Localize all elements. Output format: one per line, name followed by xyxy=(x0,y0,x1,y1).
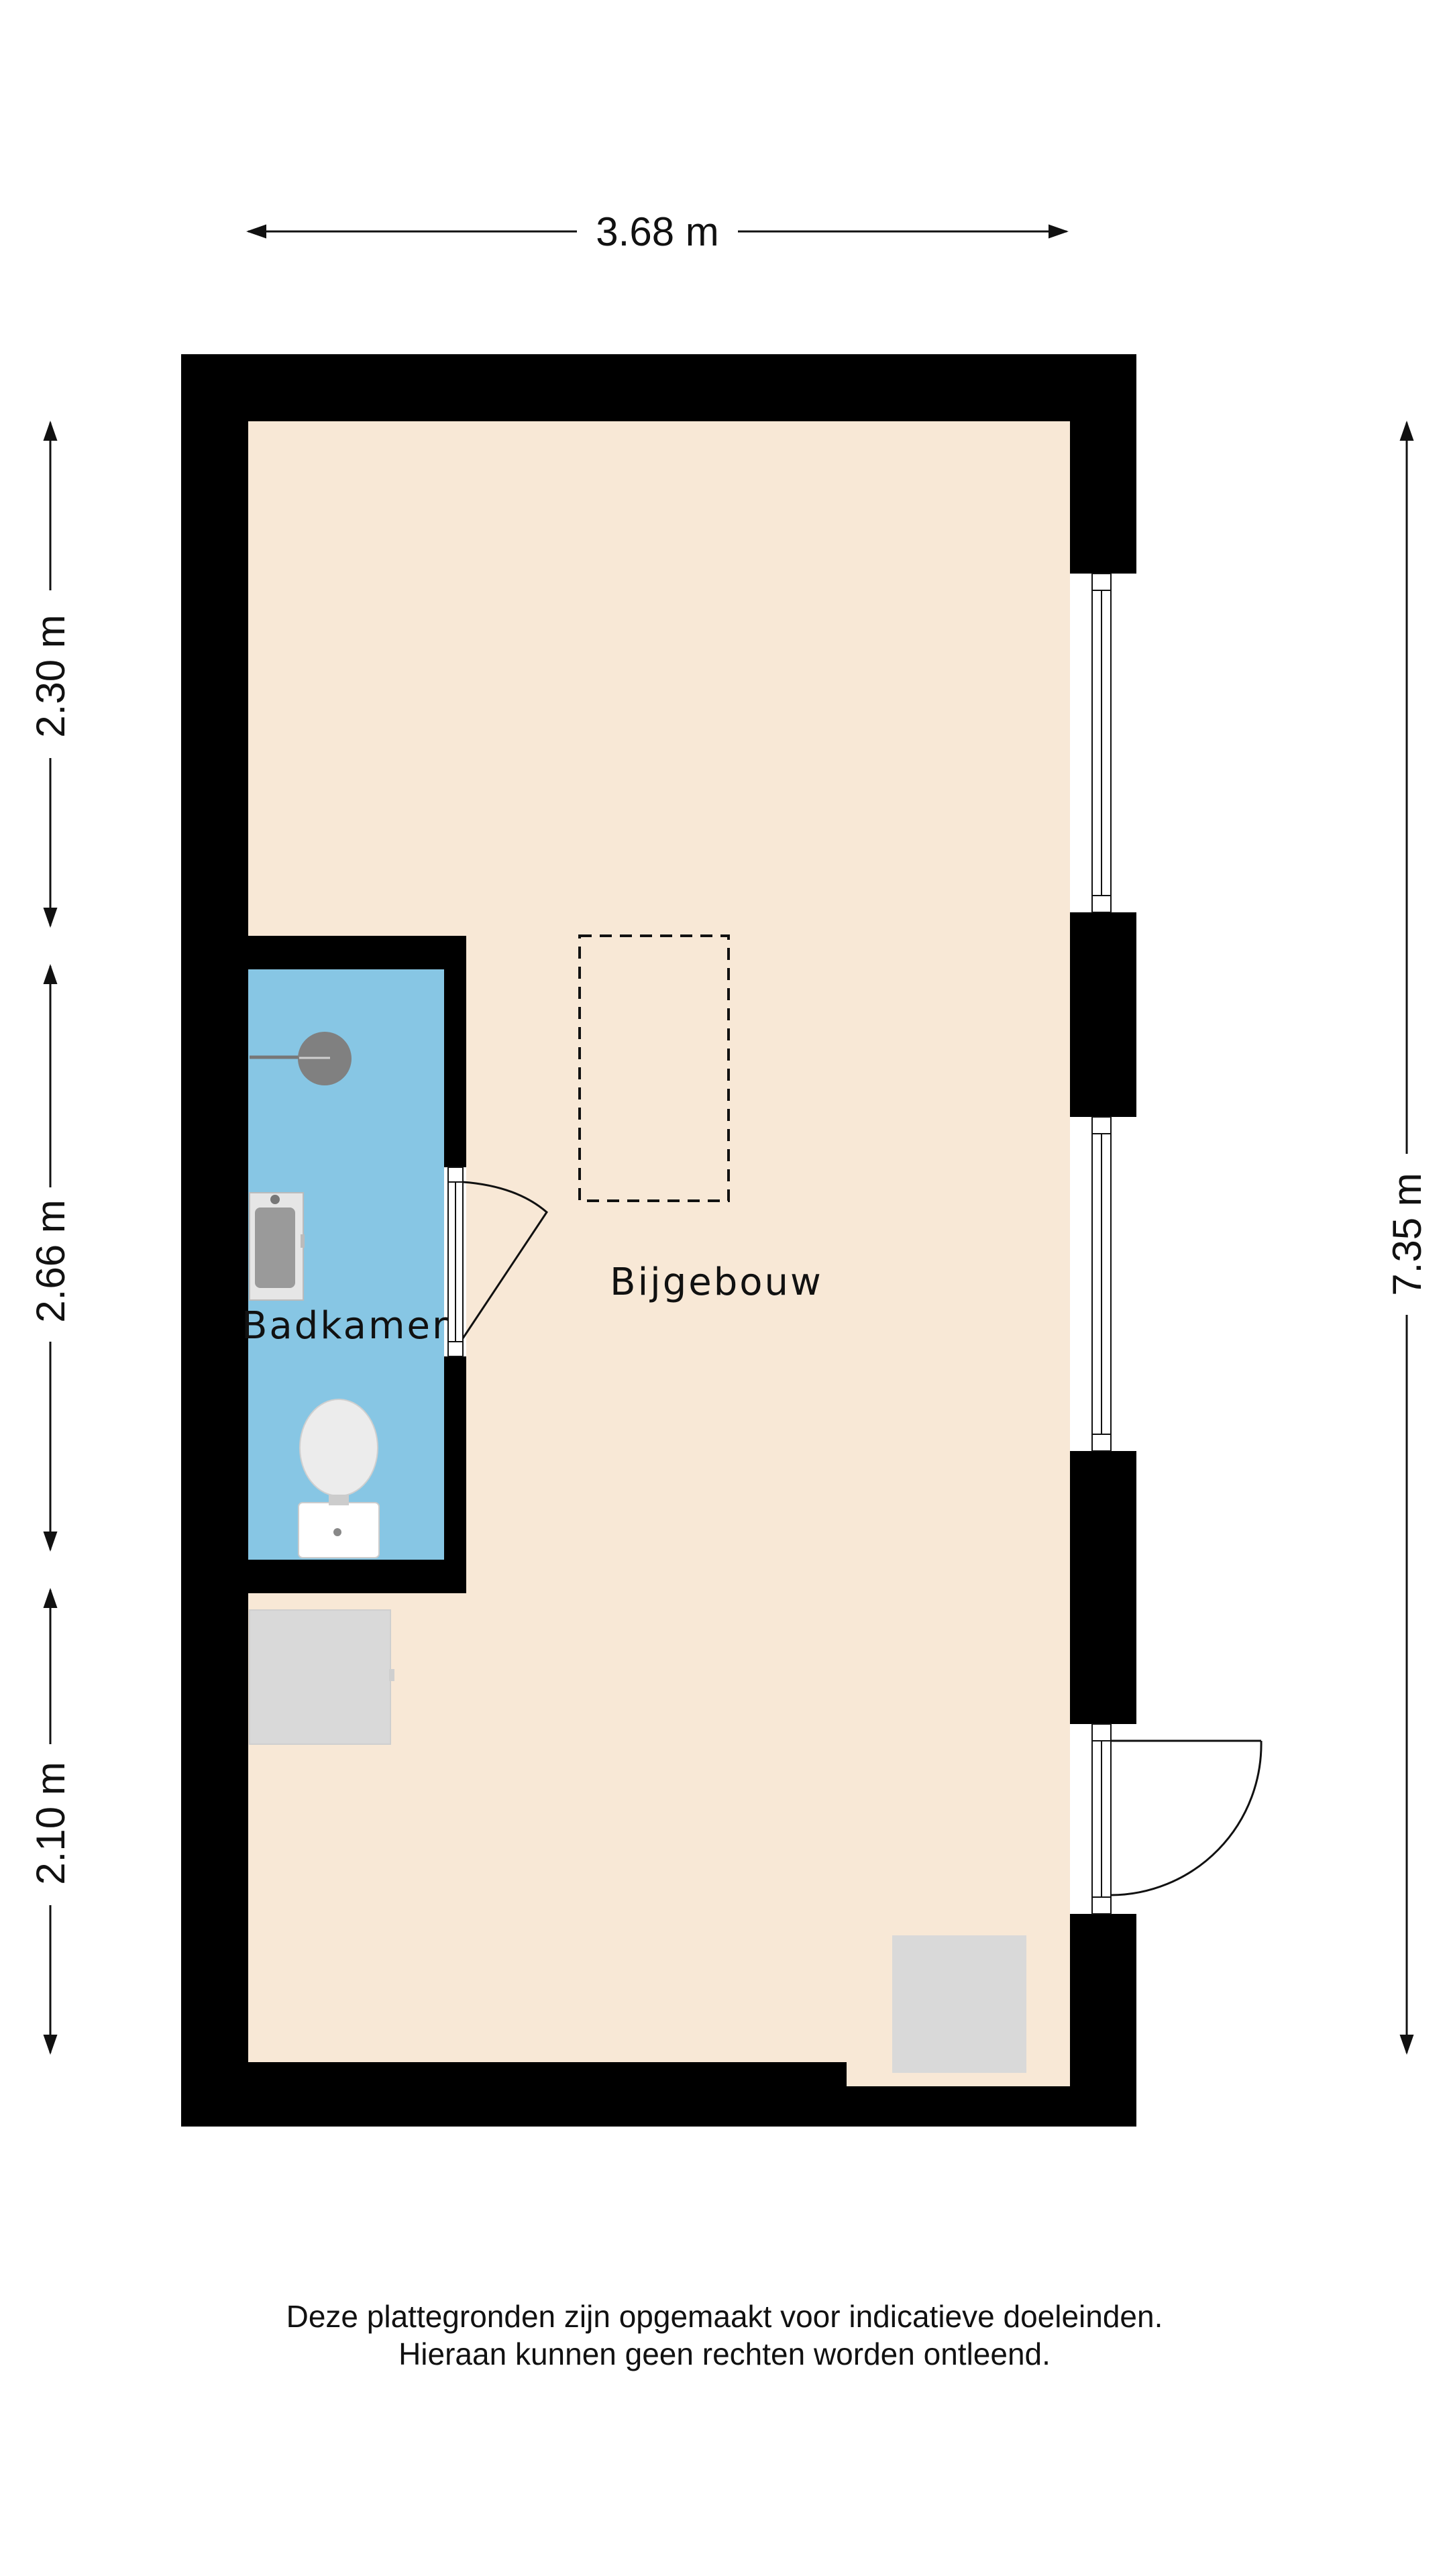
dimension-right-label: 7.35 m xyxy=(1385,1173,1430,1295)
dimension-left-3-label: 2.10 m xyxy=(28,1762,73,1884)
dimension-left-1-label: 2.30 m xyxy=(28,614,73,737)
dimension-left-2-label: 2.66 m xyxy=(28,1199,73,1322)
bathroom-door-swing xyxy=(462,1181,548,1339)
dimension-right: 7.35 m xyxy=(1385,421,1430,2055)
dimension-top-label: 3.68 m xyxy=(596,209,718,254)
dimension-left-1: 2.30 m xyxy=(28,421,73,928)
bathroom xyxy=(248,936,548,1593)
room-label-bathroom: Badkamer xyxy=(241,1304,449,1348)
attic-hatch xyxy=(578,934,730,1202)
exterior-door xyxy=(1070,1723,1263,1915)
storage-box-handle xyxy=(389,1669,394,1681)
dimension-left-3: 2.10 m xyxy=(28,1588,73,2055)
dimension-left-2: 2.66 m xyxy=(28,964,73,1552)
disclaimer-line-2: Hieraan kunnen geen rechten worden ontle… xyxy=(398,2337,1051,2371)
window-right-middle xyxy=(1070,1116,1136,1452)
room-label-main: Bijgebouw xyxy=(610,1260,823,1304)
window-right-upper xyxy=(1070,573,1136,913)
building xyxy=(181,354,1263,2127)
sink-icon xyxy=(249,1192,305,1301)
disclaimer-line-1: Deze plattegronden zijn opgemaakt voor i… xyxy=(286,2299,1163,2334)
appliance-box xyxy=(892,1935,1026,2073)
shower-icon xyxy=(250,1032,352,1085)
storage-box xyxy=(249,1609,391,1745)
dimension-top: 3.68 m xyxy=(246,209,1069,254)
toilet-icon xyxy=(298,1399,380,1558)
